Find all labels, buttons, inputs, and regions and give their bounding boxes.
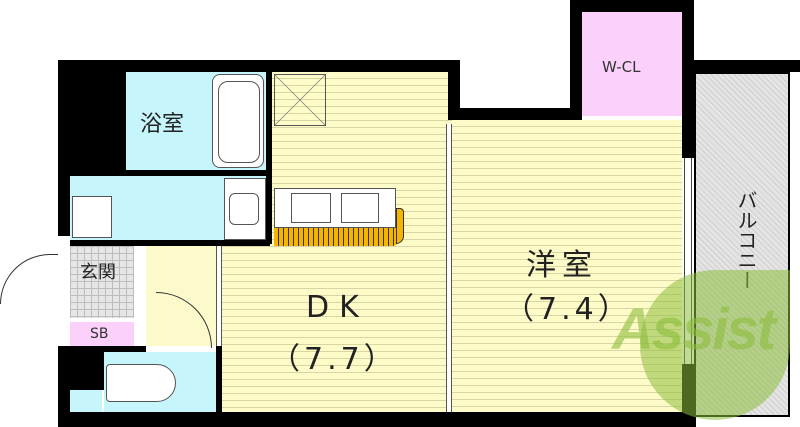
western-room-label: 洋室 <box>526 248 598 283</box>
watermark-leaf <box>640 270 790 420</box>
kitchen-counter <box>274 188 396 228</box>
dk-size: （7.7） <box>270 342 398 377</box>
counter-bar-side <box>396 208 404 244</box>
western-room-size: （7.4） <box>504 292 632 327</box>
wall-dk-step <box>448 60 460 120</box>
sliding-door-dk[interactable] <box>446 124 452 412</box>
balcony-window <box>684 158 692 364</box>
sink-icon <box>341 193 379 223</box>
shoe-box-label: SB <box>90 326 109 342</box>
wall-wcl-right <box>682 0 694 158</box>
walk-in-closet-label: W-CL <box>602 58 641 76</box>
dining-kitchen-lower <box>220 240 280 412</box>
toilet-storage <box>70 390 102 412</box>
shoe-box <box>70 322 134 346</box>
wall-left-bottom <box>58 346 70 416</box>
entrance-door[interactable] <box>0 254 58 304</box>
wall-left-block <box>58 60 126 176</box>
counter-bar <box>274 228 400 246</box>
wall-toilet-right <box>216 346 222 412</box>
dk-label: DK <box>306 290 369 325</box>
bathtub <box>212 74 264 168</box>
entrance-label: 玄関 <box>80 262 116 283</box>
wall-wcl-left <box>570 0 582 120</box>
stove-icon <box>291 193 331 223</box>
washing-machine <box>72 196 112 238</box>
watermark-text: Assist <box>612 297 776 362</box>
wall-room-top <box>448 108 582 120</box>
sliding-door-hall[interactable] <box>216 246 222 346</box>
entrance-floor <box>70 246 134 318</box>
vanity-sink <box>224 178 266 240</box>
wall-bath-divider <box>126 170 272 176</box>
wall-kitchen-left <box>266 72 272 244</box>
wall-toilet-top <box>104 346 146 352</box>
walk-in-closet <box>582 12 682 116</box>
wall-top-left <box>58 60 460 72</box>
wall-wcl-top <box>570 0 694 12</box>
wall-wash-bottom <box>70 240 270 246</box>
wall-balcony-top <box>682 60 800 72</box>
bathroom-label: 浴室 <box>140 112 185 137</box>
storage-cross <box>274 74 326 126</box>
wall-bottom <box>58 412 696 427</box>
toilet <box>106 364 176 402</box>
